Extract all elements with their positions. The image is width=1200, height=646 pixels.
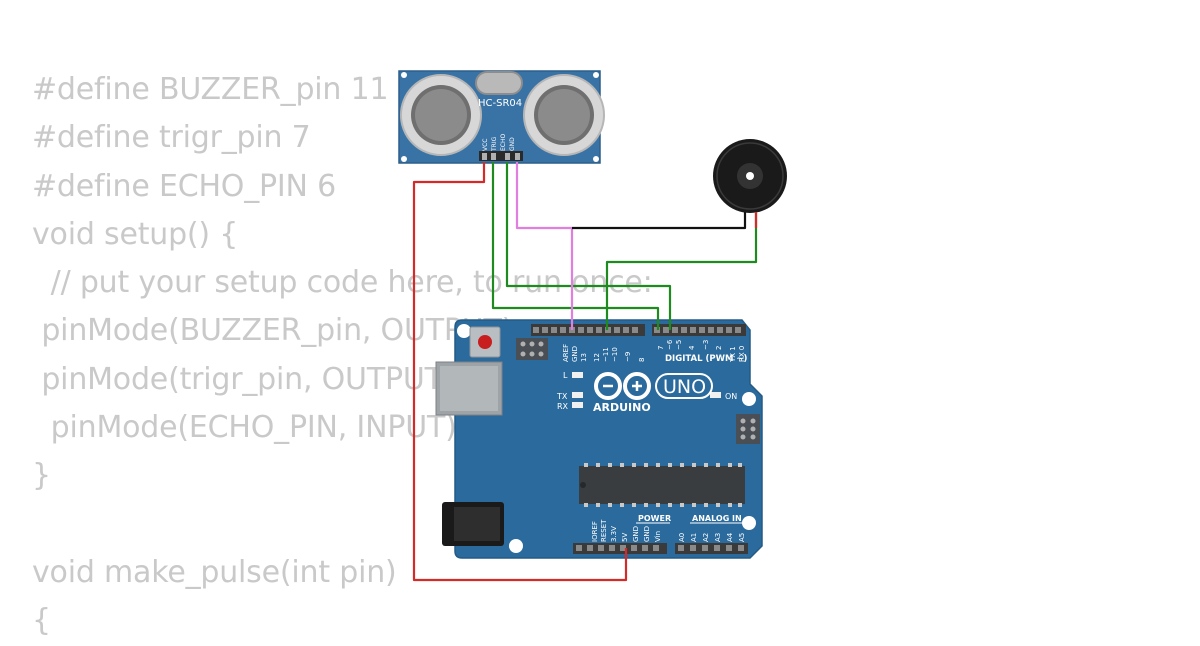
led-tx — [572, 392, 583, 398]
pin-label-vin: Vin — [654, 531, 662, 542]
pin-label-a1: A1 — [690, 533, 698, 542]
pin-label-a3: A3 — [714, 533, 722, 542]
power-pin-labels: IOREF RESET 3.3V 5V GND GND Vin — [591, 519, 662, 542]
led-tx-label: TX — [556, 392, 568, 401]
ultrasonic-sensor: HC-SR04 VCC TRIG ECHO GND — [398, 70, 605, 164]
pin-label-5v: 5V — [621, 533, 629, 542]
pin-label-gnd1: GND — [632, 526, 640, 542]
pin-label-a2: A2 — [702, 533, 710, 542]
analog-pin-labels: A0 A1 A2 A3 A4 A5 — [678, 532, 746, 542]
pin-label-a4: A4 — [726, 532, 734, 542]
pin-label-10: ~10 — [611, 347, 619, 362]
led-rx — [572, 402, 583, 408]
transducer-left — [400, 74, 482, 156]
reset-button-cap — [478, 335, 492, 349]
code-line: pinMode(ECHO_PIN, INPUT); — [32, 410, 467, 446]
crystal-oscillator — [475, 71, 523, 95]
led-l — [572, 372, 583, 378]
power-label: POWER — [638, 514, 671, 523]
icsp-header — [516, 338, 548, 360]
pin-label-2: 2 — [715, 346, 723, 350]
pin-label-sgnd: GND — [509, 137, 516, 151]
pin-label-6: ~6 — [666, 339, 674, 350]
circuit-diagram: AREF GND 13 12 ~11 ~10 ~9 8 7 ~6 ~5 4 ~3… — [398, 70, 787, 582]
digital-pin-labels: AREF GND 13 12 ~11 ~10 ~9 8 7 ~6 ~5 4 ~3… — [562, 339, 746, 363]
code-line: #define BUZZER_pin 11 — [32, 72, 389, 107]
mounting-hole — [742, 516, 756, 530]
sensor-header — [479, 151, 523, 161]
microcontroller-chip — [579, 463, 745, 507]
led-on — [710, 392, 721, 398]
analog-header — [675, 543, 748, 554]
pin-label-vcc: VCC — [482, 139, 489, 151]
pin-label-8: 8 — [638, 358, 646, 362]
pin-label-aref: AREF — [562, 344, 570, 362]
pin-label-12: 12 — [593, 353, 601, 362]
code-line: } — [32, 458, 51, 494]
mounting-hole — [457, 324, 471, 338]
on-label: ON — [725, 392, 737, 401]
wire-echo-pin6 — [505, 162, 672, 330]
led-rx-label: RX — [557, 402, 569, 411]
pin-label-tx1: TX 1 — [729, 346, 737, 363]
sensor-model-label: HC-SR04 — [478, 98, 522, 109]
code-line: void setup() { — [32, 216, 239, 252]
pin-label-3v3: 3.3V — [610, 526, 618, 542]
wire-buzzer-gnd — [572, 212, 747, 230]
wire-vcc-5v — [412, 162, 628, 582]
sensor-header-pins — [482, 153, 520, 160]
pin-label-9: ~9 — [624, 352, 632, 362]
pin-label-3: ~3 — [702, 340, 710, 350]
pin-label-a5: A5 — [738, 533, 746, 542]
pin-label-13: 13 — [580, 353, 588, 362]
code-line: void make_pulse(int pin) — [32, 554, 397, 590]
wire-gnd-sensor — [515, 162, 574, 330]
pin-label-11: ~11 — [602, 347, 610, 362]
pin-label-gnd: GND — [571, 346, 579, 362]
pin-label-reset: RESET — [600, 519, 608, 542]
pin-label-gnd2: GND — [643, 526, 651, 542]
pin-label-echo: ECHO — [500, 134, 507, 151]
arduino-uno-board: AREF GND 13 12 ~11 ~10 ~9 8 7 ~6 ~5 4 ~3… — [435, 319, 763, 559]
pin-label-rx0: RX 0 — [738, 346, 746, 362]
pin-label-a0: A0 — [678, 533, 686, 542]
wire-buzzer-pin11 — [605, 212, 758, 330]
wire-trig-pin7 — [491, 162, 660, 330]
code-background: #define BUZZER_pin 11 #define trigr_pin … — [32, 66, 732, 646]
uno-badge — [655, 373, 713, 399]
led-l-label: L — [563, 371, 568, 380]
code-line: // put your setup code here, to run once… — [32, 265, 653, 301]
pin-label-4: 4 — [688, 345, 696, 350]
piezo-buzzer — [713, 139, 787, 213]
pin-label-7: 7 — [657, 346, 665, 350]
arduino-brand-text: ARDUINO — [593, 401, 651, 414]
wires — [412, 162, 758, 582]
pin-label-trig: TRIG — [491, 136, 498, 152]
arduino-logo — [594, 372, 651, 400]
mounting-hole — [742, 392, 756, 406]
analog-in-label: ANALOG IN — [692, 514, 742, 523]
icsp-header-right — [736, 414, 760, 444]
sensor-pin-labels: VCC TRIG ECHO GND — [482, 134, 516, 152]
digital-pwm-label: DIGITAL (PWM ~) — [665, 354, 747, 364]
code-line: #define ECHO_PIN 6 — [32, 168, 337, 204]
pin-label-ioref: IOREF — [591, 521, 599, 542]
transducer-right — [523, 74, 605, 156]
mounting-hole — [509, 539, 523, 553]
uno-model-text: UNO — [663, 376, 706, 398]
code-line: #define trigr_pin 7 — [32, 120, 311, 156]
pin-label-5: ~5 — [675, 340, 683, 350]
